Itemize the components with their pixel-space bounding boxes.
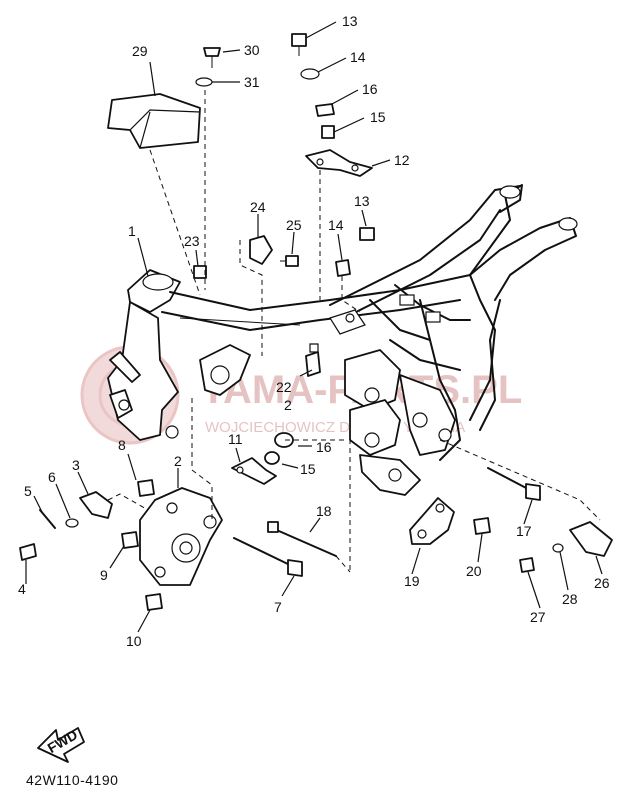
callout-15-mid: 15 (300, 461, 316, 477)
long-bolts (231, 432, 613, 577)
diagram-code: 42W110-4190 (26, 772, 119, 788)
alignment-lines (107, 90, 601, 573)
callout-labels: 30 31 29 13 14 16 15 12 1 23 24 25 13 14… (18, 13, 610, 649)
callout-16-mid: 16 (316, 439, 332, 455)
leader-lines (25, 21, 603, 633)
callout-29: 29 (132, 43, 148, 59)
callout-20: 20 (466, 563, 482, 579)
callout-9: 9 (100, 567, 108, 583)
callout-11: 11 (228, 431, 243, 447)
callout-17: 17 (516, 523, 532, 539)
callout-7: 7 (274, 599, 282, 615)
callout-3: 3 (72, 457, 80, 473)
callout-4: 4 (18, 581, 26, 597)
callout-31: 31 (244, 74, 260, 90)
callout-14-mid: 14 (328, 217, 344, 233)
hardware-top (193, 33, 375, 377)
callout-1: 1 (128, 223, 136, 239)
callout-12: 12 (394, 152, 410, 168)
callout-8: 8 (118, 437, 126, 453)
lower-left-parts (19, 479, 223, 611)
callout-28: 28 (562, 591, 578, 607)
callout-15-top: 15 (370, 109, 386, 125)
callout-10: 10 (126, 633, 142, 649)
callout-2-upper: 2 (284, 397, 292, 413)
callout-23: 23 (184, 233, 200, 249)
callout-24: 24 (250, 199, 266, 215)
callout-19: 19 (404, 573, 420, 589)
callout-2-lower: 2 (174, 453, 182, 469)
callout-5: 5 (24, 483, 32, 499)
callout-6: 6 (48, 469, 56, 485)
callout-14-top: 14 (350, 49, 366, 65)
callout-26: 26 (594, 575, 610, 591)
callout-25: 25 (286, 217, 302, 233)
callout-16-top: 16 (362, 81, 378, 97)
main-frame (107, 184, 578, 496)
callout-18: 18 (316, 503, 332, 519)
cover-part-29 (107, 93, 201, 149)
fwd-arrow: FWD (37, 726, 85, 763)
callout-30: 30 (244, 42, 260, 58)
callout-13-mid: 13 (354, 193, 370, 209)
callout-13-top: 13 (342, 13, 358, 29)
callout-27: 27 (530, 609, 546, 625)
callout-22: 22 (276, 379, 292, 395)
